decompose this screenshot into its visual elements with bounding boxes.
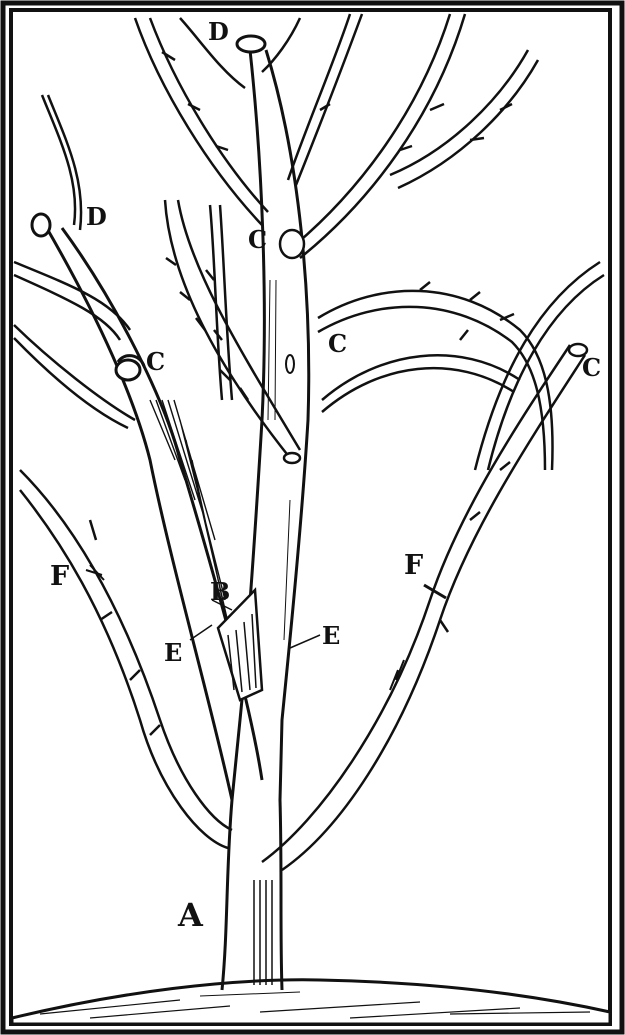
label-f-left: F: [50, 561, 69, 592]
left-leader-branch: [32, 214, 262, 800]
label-e-right: E: [322, 621, 340, 650]
trunk: [222, 36, 309, 990]
label-b: B: [210, 577, 230, 606]
label-f-right: F: [404, 550, 423, 581]
upper-branches: [135, 14, 538, 258]
label-d-top: D: [208, 17, 229, 46]
label-e-left: E: [164, 638, 182, 667]
label-c-leader: C: [248, 225, 267, 254]
right-arching-branches: [318, 262, 604, 470]
label-c-left: C: [146, 347, 165, 376]
label-d-left: D: [86, 202, 107, 231]
label-c-right-tip: C: [582, 353, 601, 382]
ground-mound: [12, 980, 610, 1024]
label-a: A: [177, 896, 204, 934]
shoot-upper-left: [42, 95, 81, 230]
label-c-right-arch: C: [328, 329, 347, 358]
left-arching-branches: [14, 262, 135, 428]
woodcut-frame: [3, 3, 622, 1032]
branch-f-right: [262, 344, 587, 870]
